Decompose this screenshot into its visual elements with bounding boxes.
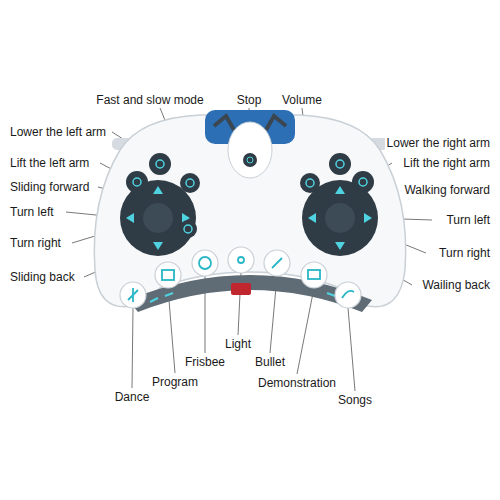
- icon: [306, 179, 314, 187]
- icon: [133, 178, 141, 186]
- light-button: [228, 247, 254, 273]
- volume-button: [300, 173, 320, 193]
- icon: [342, 291, 354, 298]
- callout-label: Turn left: [8, 205, 56, 219]
- arm-button: [149, 153, 171, 175]
- mode-button: [179, 220, 197, 238]
- callout-label: Turn left: [444, 213, 492, 227]
- program-button: [155, 262, 181, 288]
- arm-button: [329, 153, 351, 175]
- small-buttons: [126, 153, 374, 238]
- callout-label: Turn right: [437, 246, 492, 260]
- bullet-button: [264, 250, 290, 276]
- icon: [359, 178, 367, 186]
- function-icons: [128, 257, 354, 302]
- leader-line: [348, 308, 355, 391]
- callout-label: Program: [150, 375, 200, 389]
- icon: [186, 179, 194, 187]
- leader-line: [132, 308, 133, 388]
- robot-head: [228, 122, 272, 178]
- dance-button: [120, 282, 146, 308]
- callout-label: Fast and slow mode: [94, 93, 205, 107]
- callout-label: Frisbee: [183, 355, 227, 369]
- demonstration-button: [301, 262, 327, 288]
- dpad-center: [325, 203, 355, 233]
- callout-label: Sliding forward: [8, 180, 91, 194]
- dpad-arrows: [308, 186, 372, 250]
- button-icons: [133, 160, 367, 233]
- icon: [162, 270, 174, 280]
- callout-label: Lift the left arm: [8, 156, 91, 170]
- icon: [308, 270, 320, 279]
- dash: [165, 293, 173, 296]
- callout-label: Dance: [113, 390, 152, 404]
- callout-label: Lower the left arm: [8, 125, 108, 139]
- dash: [150, 298, 158, 302]
- callout-label: Volume: [280, 93, 324, 107]
- brand-badge: [231, 283, 251, 295]
- arm-button: [126, 171, 148, 193]
- callout-label: Demonstration: [256, 376, 338, 390]
- callout-label: Light: [223, 337, 253, 351]
- callout-label: Songs: [336, 393, 374, 407]
- function-buttons: [120, 247, 361, 308]
- icon: [272, 258, 282, 268]
- stop-icon: [247, 157, 253, 163]
- stop-button: [243, 153, 257, 167]
- icon: [128, 288, 138, 302]
- arm-button: [352, 171, 374, 193]
- dash: [327, 293, 335, 296]
- callout-label: Stop: [235, 93, 264, 107]
- callout-label: Walking forward: [402, 183, 492, 197]
- speed-button: [180, 173, 200, 193]
- callout-label: Turn right: [8, 236, 63, 250]
- callout-label: Lower the right arm: [385, 136, 492, 150]
- icon: [336, 160, 344, 168]
- icon: [184, 225, 192, 233]
- callout-label: Sliding back: [8, 270, 77, 284]
- dpad-arrows: [126, 186, 190, 250]
- icon: [238, 257, 244, 263]
- callout-label: Lift the right arm: [401, 156, 492, 170]
- dpad-center: [143, 203, 173, 233]
- icon: [156, 160, 164, 168]
- frisbee-button: [192, 250, 218, 276]
- callout-label: Bullet: [253, 355, 287, 369]
- callout-label: Wailing back: [420, 278, 492, 292]
- songs-button: [335, 282, 361, 308]
- icon: [199, 257, 211, 269]
- leader-line: [297, 288, 314, 374]
- leader-lines: [66, 108, 432, 391]
